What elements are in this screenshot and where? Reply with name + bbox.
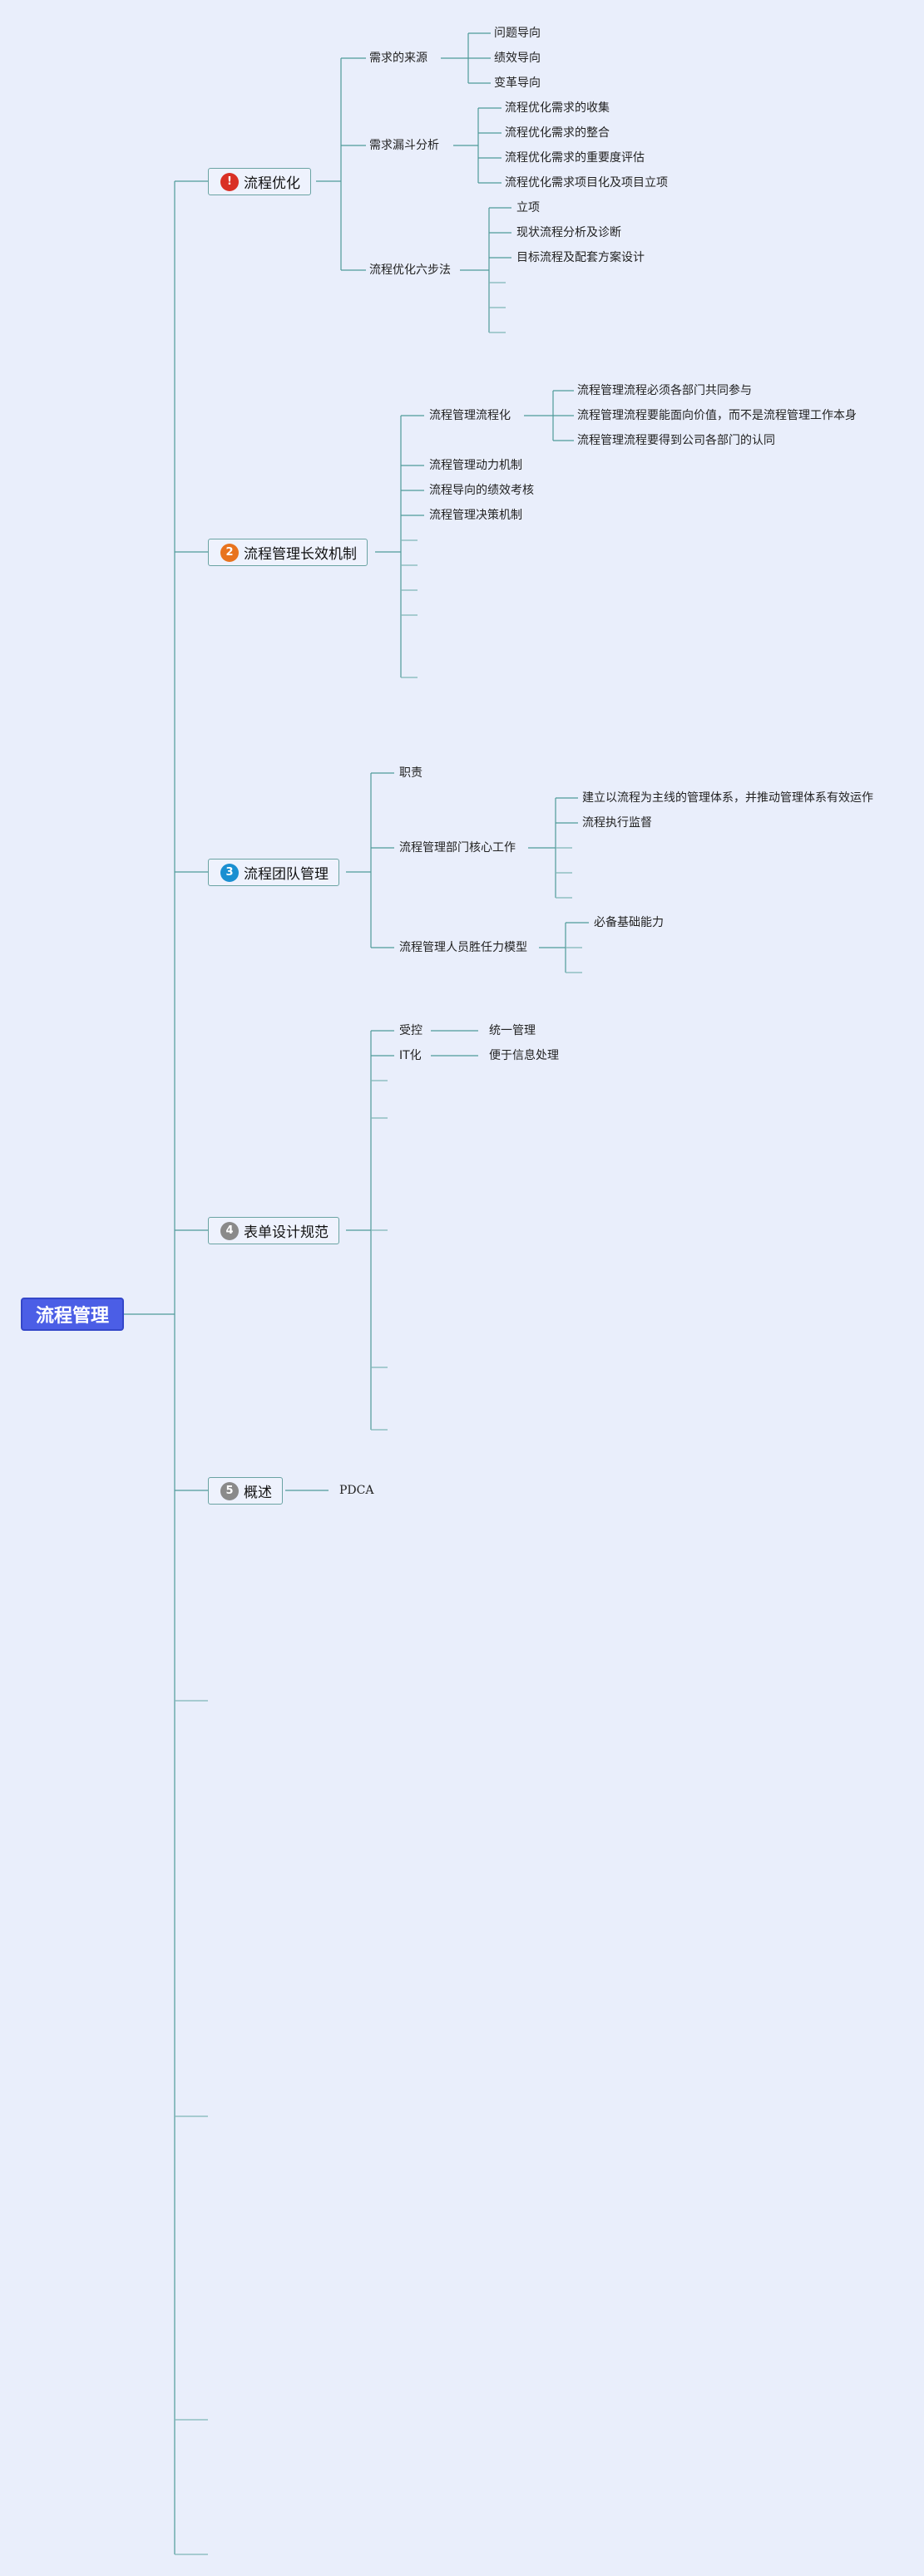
leaf-item[interactable]: 流程管理流程要得到公司各部门的认同: [577, 434, 775, 447]
topic-label: 流程优化: [244, 175, 300, 192]
subtopic-controlled[interactable]: 受控: [399, 1024, 422, 1037]
priority-1-icon: !: [220, 172, 239, 191]
topic-label: 表单设计规范: [244, 1224, 329, 1241]
topic-label: 流程管理长效机制: [244, 546, 357, 563]
leaf-item[interactable]: 流程优化需求的收集: [505, 101, 610, 115]
leaf-item[interactable]: 统一管理: [489, 1024, 536, 1037]
topic-form-design-spec[interactable]: 4 表单设计规范: [208, 1217, 339, 1244]
root-topic[interactable]: 流程管理: [21, 1298, 124, 1331]
subtopic-process-kpi[interactable]: 流程导向的绩效考核: [429, 484, 534, 497]
leaf-item[interactable]: PDCA: [339, 1484, 374, 1497]
leaf-item[interactable]: 流程管理流程必须各部门共同参与: [577, 384, 752, 397]
subtopic-competency-model[interactable]: 流程管理人员胜任力模型: [399, 941, 527, 954]
subtopic-motivation-mechanism[interactable]: 流程管理动力机制: [429, 459, 522, 472]
subtopic-decision-mechanism[interactable]: 流程管理决策机制: [429, 509, 522, 522]
subtopic-it[interactable]: IT化: [399, 1049, 422, 1062]
leaf-item[interactable]: 便于信息处理: [489, 1049, 559, 1062]
leaf-item[interactable]: 变革导向: [494, 76, 541, 90]
leaf-item[interactable]: 建立以流程为主线的管理体系，并推动管理体系有效运作: [582, 791, 873, 805]
leaf-item[interactable]: 流程优化需求的重要度评估: [505, 151, 645, 165]
priority-4-icon: 4: [220, 1221, 239, 1240]
topic-process-optimization[interactable]: ! 流程优化: [208, 168, 311, 195]
topic-label: 概述: [244, 1485, 272, 1501]
subtopic-process-of-process-mgmt[interactable]: 流程管理流程化: [429, 409, 511, 422]
leaf-item[interactable]: 流程执行监督: [582, 816, 652, 830]
leaf-item[interactable]: 立项: [516, 201, 540, 214]
topic-long-term-mechanism[interactable]: 2 流程管理长效机制: [208, 539, 368, 566]
topic-team-management[interactable]: 3 流程团队管理: [208, 859, 339, 886]
leaf-item[interactable]: 必备基础能力: [594, 916, 664, 929]
leaf-item[interactable]: 流程管理流程要能面向价值，而不是流程管理工作本身: [577, 409, 857, 422]
leaf-item[interactable]: 问题导向: [494, 27, 541, 40]
subtopic-core-work[interactable]: 流程管理部门核心工作: [399, 841, 516, 855]
leaf-item[interactable]: 现状流程分析及诊断: [516, 226, 621, 239]
priority-2-icon: 2: [220, 543, 239, 562]
subtopic-six-steps[interactable]: 流程优化六步法: [369, 264, 451, 277]
leaf-item[interactable]: 绩效导向: [494, 52, 541, 65]
subtopic-demand-funnel[interactable]: 需求漏斗分析: [369, 139, 439, 152]
leaf-item[interactable]: 流程优化需求的整合: [505, 126, 610, 140]
priority-5-icon: 5: [220, 1481, 239, 1500]
subtopic-demand-source[interactable]: 需求的来源: [369, 52, 427, 65]
priority-3-icon: 3: [220, 863, 239, 882]
subtopic-responsibilities[interactable]: 职责: [399, 766, 422, 780]
leaf-item[interactable]: 流程优化需求项目化及项目立项: [505, 176, 668, 190]
topic-overview[interactable]: 5 概述: [208, 1477, 283, 1505]
topic-label: 流程团队管理: [244, 866, 329, 883]
leaf-item[interactable]: 目标流程及配套方案设计: [516, 251, 645, 264]
